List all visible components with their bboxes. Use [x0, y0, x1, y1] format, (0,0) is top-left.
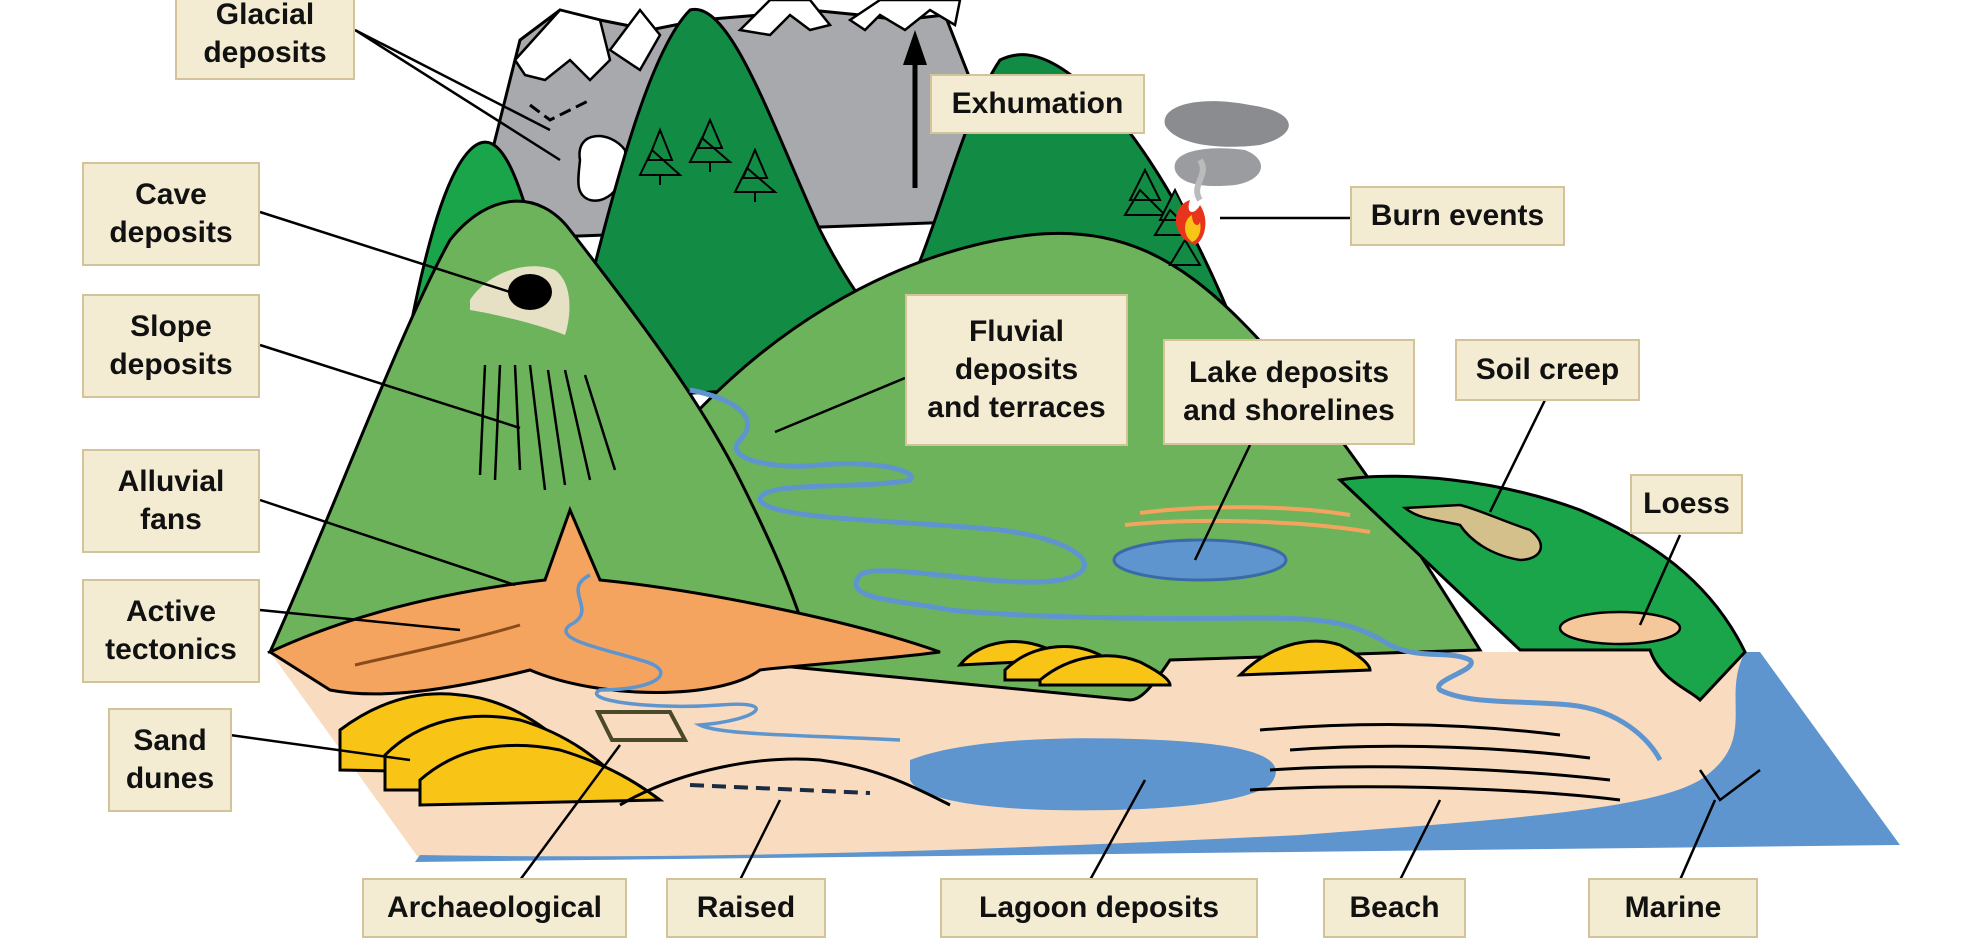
label-lagoon-deposits: Lagoon deposits [940, 878, 1258, 938]
snow-cap-3 [737, 0, 833, 37]
landscape-illustration [229, 0, 1900, 881]
river-coastal [564, 573, 901, 742]
right-green-hill [1336, 474, 1747, 703]
moraine-dash [529, 98, 591, 122]
label-alluvial-fans: Alluvial fans [82, 449, 260, 553]
exhumation-arrow-head [903, 30, 927, 65]
raised-beach [619, 757, 951, 807]
trees-left [638, 117, 778, 202]
label-beach: Beach [1323, 878, 1466, 938]
slope-lines [478, 364, 617, 491]
smoke-1 [1164, 101, 1289, 147]
beach-ridge-4 [1249, 785, 1621, 802]
cave-opening [508, 274, 552, 310]
lagoon [910, 738, 1276, 811]
label-archaeological: Archaeological [362, 878, 627, 938]
snow-cap-1 [513, 8, 612, 82]
dune-7 [1236, 639, 1372, 677]
beach-ridge-2 [1289, 744, 1591, 760]
smoke-2 [1174, 148, 1262, 187]
lake [1112, 538, 1288, 582]
label-burn-events: Burn events [1350, 186, 1565, 246]
snow-cap-4 [847, 0, 962, 32]
left-green-mountain [267, 199, 812, 654]
trees-burn [1123, 167, 1202, 266]
mid-green-hill [638, 231, 1483, 702]
label-sand-dunes: Sand dunes [108, 708, 232, 812]
loess-patch [1558, 610, 1682, 646]
landscape-diagram: Glacial deposits Exhumation Cave deposit… [82, 0, 1900, 938]
label-fluvial-deposits: Fluvial deposits and terraces [905, 294, 1128, 446]
snow-cap-2 [608, 7, 662, 72]
shoreline-2 [1124, 518, 1371, 534]
label-exhumation: Exhumation [930, 74, 1145, 134]
raised-beach-dash [689, 783, 871, 795]
fault-line [354, 623, 521, 667]
label-cave-deposits: Cave deposits [82, 162, 260, 266]
label-lake-deposits: Lake deposits and shorelines [1163, 339, 1415, 445]
smoke-column [1194, 158, 1206, 202]
beach-ridge-1 [1259, 723, 1561, 737]
fire-inner [1185, 215, 1201, 242]
label-active-tectonics: Active tectonics [82, 579, 260, 683]
shoreline-1 [1139, 505, 1351, 517]
label-loess: Loess [1630, 474, 1743, 534]
archaeological-site [594, 710, 689, 742]
dune-6 [1038, 654, 1172, 687]
river [689, 387, 1663, 762]
alluvial-fan [266, 505, 941, 696]
label-raised: Raised [666, 878, 826, 938]
beach-ridge-3 [1269, 765, 1611, 782]
label-soil-creep: Soil creep [1455, 339, 1640, 401]
marine-water-upper [1734, 652, 1900, 845]
label-marine: Marine [1588, 878, 1758, 938]
label-glacial-deposits: Glacial deposits [175, 0, 355, 80]
label-slope-deposits: Slope deposits [82, 294, 260, 398]
soil-creep-patch [1401, 503, 1543, 562]
leader-lines [229, 28, 1761, 881]
